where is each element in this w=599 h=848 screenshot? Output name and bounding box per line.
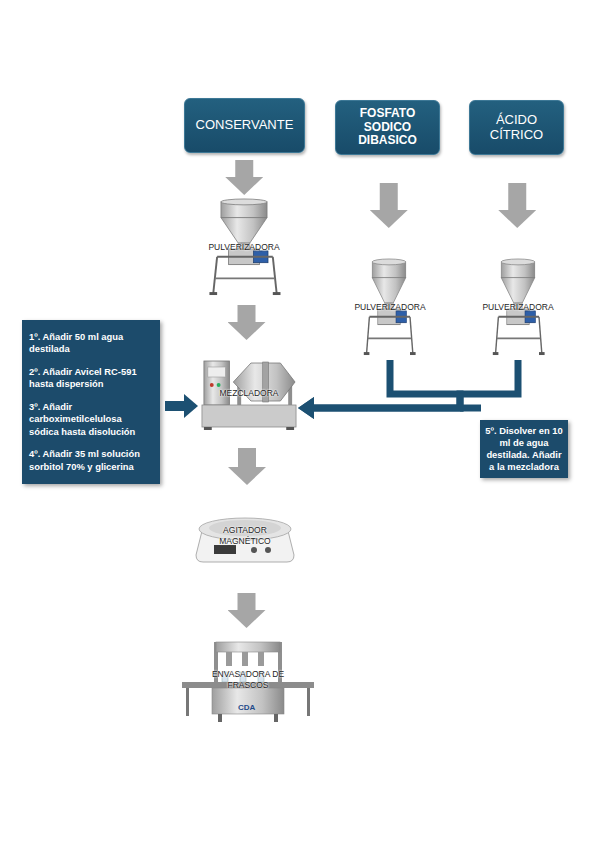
machine-label: AGITADOR MAGNÉTICO — [202, 525, 288, 546]
flow-arrow — [165, 401, 184, 411]
machine-label: MEZCLADORA — [219, 388, 278, 399]
machine-label: PULVERIZADORA — [482, 302, 553, 313]
note-text: 5º. Disolver en 10 ml de agua destilada.… — [485, 425, 563, 474]
brand-label: CDA — [238, 703, 255, 712]
flow-arrow — [235, 160, 253, 177]
flow-arrow — [314, 360, 460, 408]
box-label: FOSFATO SODICO DIBASICO — [340, 107, 435, 148]
box-label: ÁCIDO CÍTRICO — [474, 113, 559, 143]
filler-illustration — [182, 642, 314, 722]
flow-arrow — [380, 183, 398, 210]
machine-node: AGITADOR MAGNÉTICO — [190, 505, 300, 567]
steps-box: 1º. Añadir 50 ml agua destilada 2º. Añadi… — [22, 320, 160, 484]
step-text: 4º. Añadir 35 ml solución sorbitol 70% y… — [29, 448, 153, 472]
machine-node: MEZCLADORA — [200, 355, 298, 431]
machine-label: ENVASADORA DE FRASCOS — [205, 669, 291, 690]
step-text: 1º. Añadir 50 ml agua destilada — [29, 331, 153, 355]
flow-arrow — [238, 305, 256, 322]
flow-arrow — [238, 593, 256, 610]
flow-arrow — [238, 448, 256, 467]
machine-node: PULVERIZADORA — [352, 258, 428, 356]
process-box: CONSERVANTE — [184, 98, 305, 153]
wire-stub — [460, 405, 481, 412]
process-box: FOSFATO SODICO DIBASICO — [335, 100, 440, 155]
stirrer-illustration — [196, 518, 294, 562]
machine-node: PULVERIZADORA — [480, 258, 556, 356]
box-label: CONSERVANTE — [196, 118, 294, 133]
machine-node: PULVERIZADORA — [196, 198, 292, 296]
machine-label: PULVERIZADORA — [208, 242, 279, 253]
flow-arrow — [314, 360, 518, 408]
mixer-illustration — [202, 361, 296, 430]
flow-arrow — [508, 183, 526, 210]
note-box: 5º. Disolver en 10 ml de agua destilada.… — [480, 420, 568, 478]
machine-label: PULVERIZADORA — [354, 302, 425, 313]
step-text: 2º. Añadir Avicel RC-591 hasta dispersió… — [29, 366, 153, 390]
process-box: ÁCIDO CÍTRICO — [469, 100, 564, 155]
step-text: 3º. Añadir carboximetilcelulosa sódica h… — [29, 401, 153, 438]
